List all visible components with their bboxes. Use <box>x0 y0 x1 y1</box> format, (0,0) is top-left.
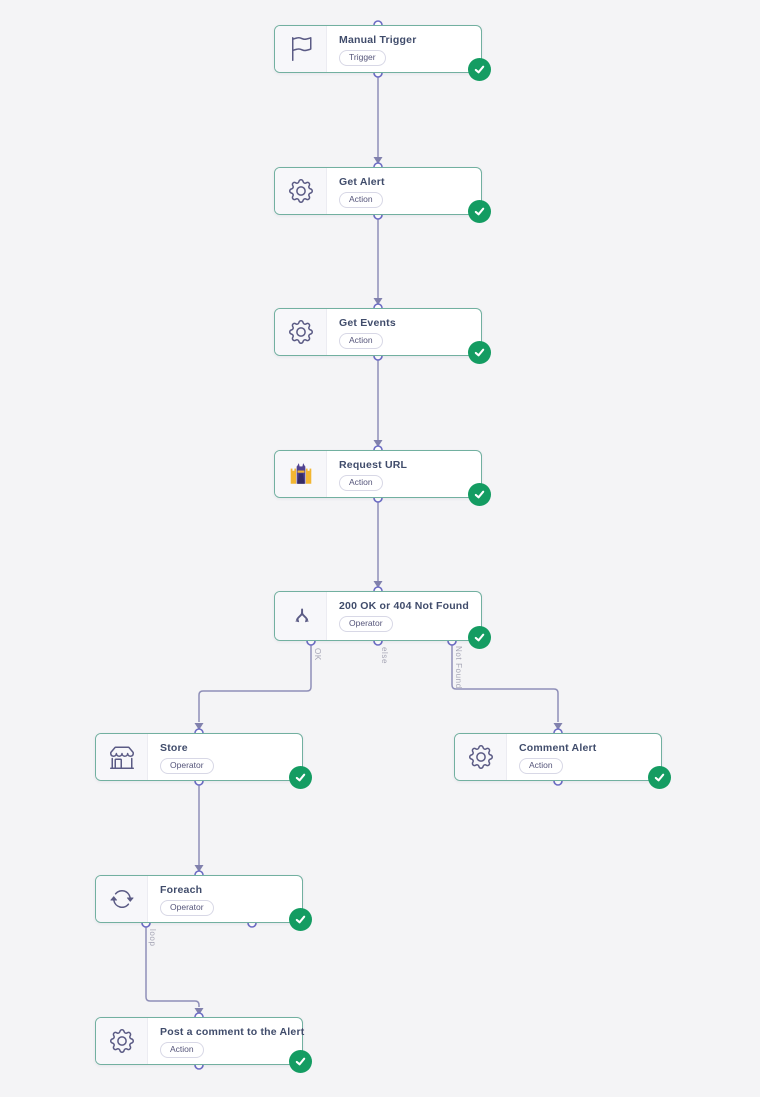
flag-icon <box>275 26 327 72</box>
success-check-badge <box>289 766 312 789</box>
arrowhead-icon <box>194 1008 204 1015</box>
success-check-badge <box>468 200 491 223</box>
node-title: Comment Alert <box>519 742 597 754</box>
check-icon <box>474 490 485 499</box>
node-title: Post a comment to the Alert <box>160 1026 305 1038</box>
node-title: Foreach <box>160 884 203 896</box>
node-get-events[interactable]: Get Events Action <box>274 308 491 364</box>
node-type-badge: Action <box>160 1042 204 1058</box>
node-title: 200 OK or 404 Not Found <box>339 600 470 612</box>
node-store[interactable]: Store Operator <box>95 733 312 789</box>
castle-app-icon <box>275 451 327 497</box>
node-operator-200-ok-or-404[interactable]: 200 OK or 404 Not Found Operator <box>274 591 491 649</box>
success-check-badge <box>468 58 491 81</box>
node-type-badge: Operator <box>339 616 393 632</box>
check-icon <box>474 65 485 74</box>
edge-ok-store[interactable] <box>198 645 312 723</box>
check-icon <box>295 1057 306 1066</box>
node-title: Store <box>160 742 188 754</box>
store-icon <box>96 734 148 780</box>
loop-icon <box>96 876 148 922</box>
edge-label-not-found: Not Found <box>454 646 463 689</box>
node-type-badge: Action <box>339 192 383 208</box>
branch-split-icon <box>275 592 327 640</box>
node-manual-trigger[interactable]: Manual Trigger Trigger <box>274 25 491 81</box>
success-check-badge <box>468 626 491 649</box>
arrowhead-icon <box>373 581 383 588</box>
node-comment-alert[interactable]: Comment Alert Action <box>454 733 671 789</box>
check-icon <box>295 915 306 924</box>
gear-icon <box>275 168 327 214</box>
arrowhead-icon <box>373 157 383 164</box>
check-icon <box>474 633 485 642</box>
node-type-badge: Operator <box>160 900 214 916</box>
gear-icon <box>96 1018 148 1064</box>
arrowhead-icon <box>194 723 204 730</box>
node-type-badge: Action <box>519 758 563 774</box>
node-post-comment-alert[interactable]: Post a comment to the Alert Action <box>95 1017 312 1073</box>
success-check-badge <box>289 1050 312 1073</box>
arrowhead-icon <box>373 298 383 305</box>
success-check-badge <box>289 908 312 931</box>
arrowhead-icon <box>373 440 383 447</box>
node-title: Get Alert <box>339 176 385 188</box>
node-request-url[interactable]: Request URL Action <box>274 450 491 506</box>
node-foreach[interactable]: Foreach Operator <box>95 875 312 931</box>
node-title: Get Events <box>339 317 396 329</box>
node-type-badge: Action <box>339 475 383 491</box>
check-icon <box>474 207 485 216</box>
check-icon <box>474 348 485 357</box>
node-type-badge: Trigger <box>339 50 386 66</box>
node-title: Request URL <box>339 459 408 471</box>
success-check-badge <box>468 483 491 506</box>
gear-icon <box>455 734 507 780</box>
node-title: Manual Trigger <box>339 34 417 46</box>
check-icon <box>654 773 665 782</box>
edge-notfound-comment-alert[interactable] <box>451 645 559 723</box>
edge-label-loop: loop <box>148 929 157 947</box>
edge-lines <box>145 77 559 1007</box>
success-check-badge <box>468 341 491 364</box>
node-type-badge: Operator <box>160 758 214 774</box>
node-get-alert[interactable]: Get Alert Action <box>274 167 491 223</box>
edge-label-else: else <box>380 647 389 665</box>
node-type-badge: Action <box>339 333 383 349</box>
edge-label-ok: OK <box>313 648 322 661</box>
success-check-badge <box>648 766 671 789</box>
check-icon <box>295 773 306 782</box>
gear-icon <box>275 309 327 355</box>
arrowhead-icon <box>553 723 563 730</box>
arrowhead-icon <box>194 865 204 872</box>
